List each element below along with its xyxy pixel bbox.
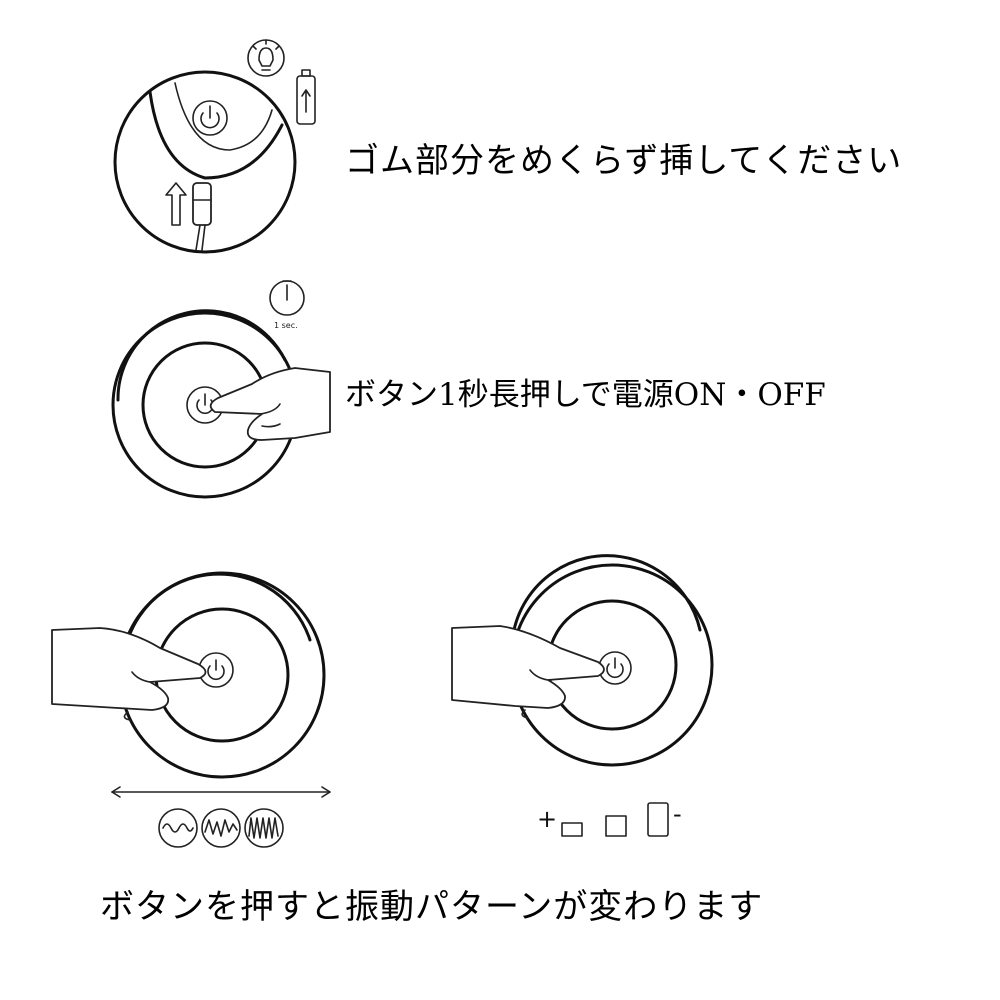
timer-label: 1 sec. bbox=[274, 321, 298, 330]
insert-arrow bbox=[165, 182, 187, 226]
battery-icon bbox=[296, 69, 316, 125]
intensity-level-low bbox=[561, 822, 583, 837]
rubber-cover-edge bbox=[148, 90, 284, 180]
wave-pattern-icon bbox=[158, 808, 198, 848]
wave-pattern-icon bbox=[201, 808, 241, 848]
power-icon bbox=[192, 100, 228, 136]
intensity-level-high bbox=[647, 802, 669, 837]
intensity-level-mid bbox=[605, 815, 627, 837]
wave-pattern-icon bbox=[244, 808, 284, 848]
intensity-minus: - bbox=[673, 800, 682, 828]
bulb-icon bbox=[247, 39, 285, 77]
step3-instruction: ボタンを押すと振動パターンが変わります bbox=[100, 887, 763, 927]
pattern-range-arrow bbox=[111, 786, 331, 798]
step2-illustration: 1 sec. bbox=[111, 280, 331, 499]
step2-instruction: ボタン1秒長押しで電源ON・OFF bbox=[345, 377, 826, 413]
hand-icon bbox=[209, 367, 331, 441]
step1-illustration bbox=[113, 39, 316, 254]
timer-icon: 1 sec. bbox=[269, 280, 305, 330]
step3-intensity-illustration: + - bbox=[451, 554, 714, 837]
charging-plug bbox=[192, 182, 212, 251]
hand-icon bbox=[51, 627, 207, 721]
intensity-scale: + - bbox=[537, 800, 682, 837]
intensity-plus: + bbox=[537, 805, 557, 833]
device-outline bbox=[113, 70, 297, 254]
step3-pattern-illustration bbox=[51, 571, 331, 848]
step1-instruction: ゴム部分をめくらず挿してください bbox=[345, 141, 902, 181]
hand-icon bbox=[451, 625, 605, 719]
